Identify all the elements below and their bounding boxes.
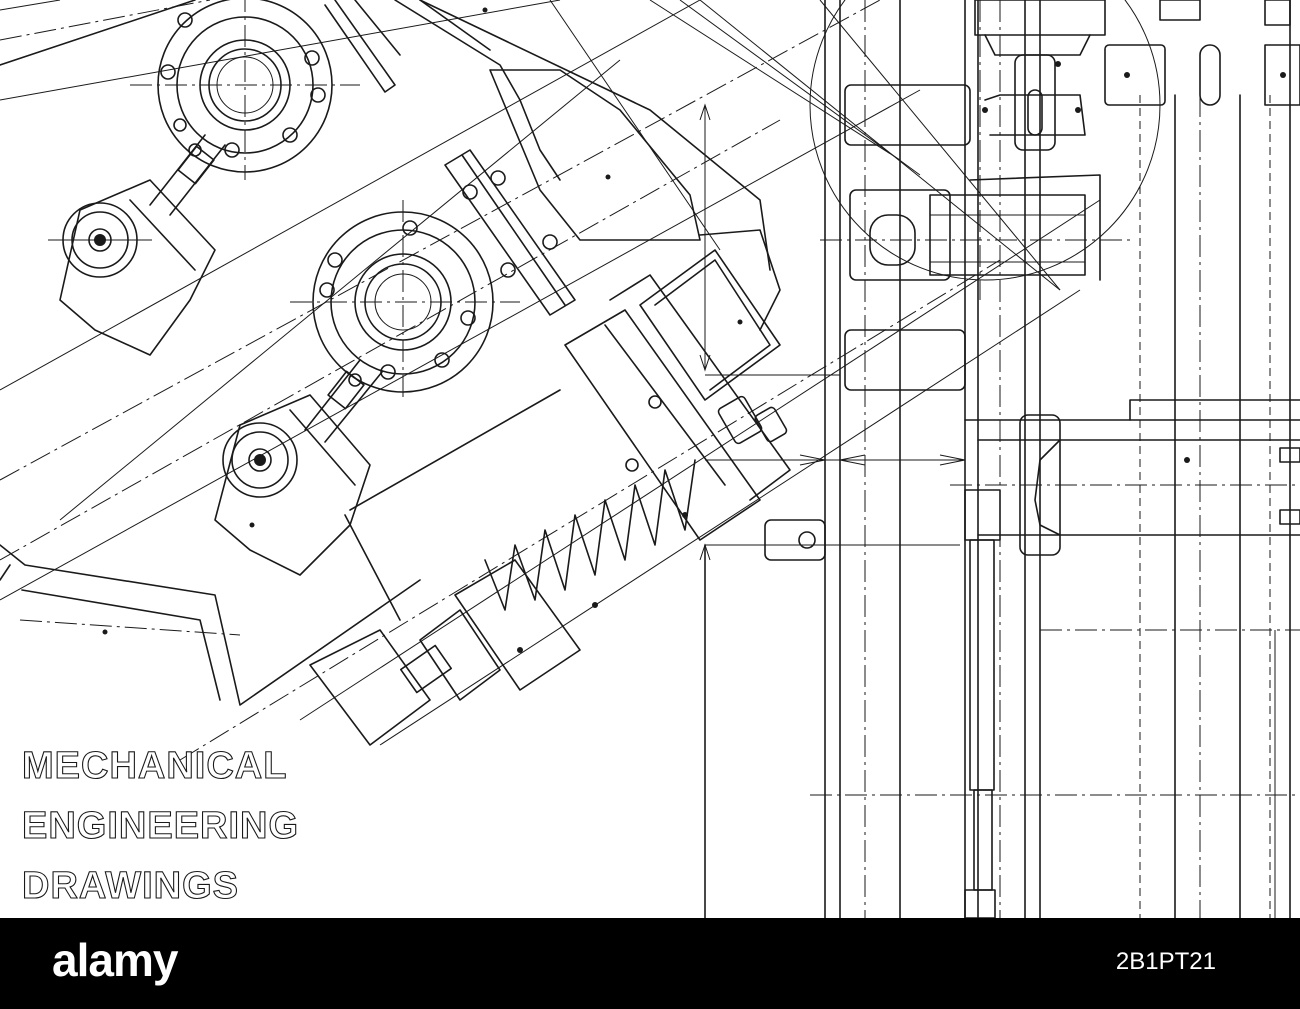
watermark-banner: alamy — [0, 918, 1300, 1009]
spring-cylinder — [399, 274, 791, 701]
construction-lines — [0, 0, 1101, 761]
drawing-title: MECHANICAL ENGINEERING DRAWINGS — [21, 744, 299, 907]
mid-flange-assembly — [214, 200, 520, 576]
engineering-drawing: MECHANICAL ENGINEERING DRAWINGS — [0, 0, 1300, 918]
leader-lines — [549, 0, 1061, 291]
title-line-3: DRAWINGS — [22, 865, 239, 907]
upper-flange-assembly — [48, 0, 360, 356]
vertical-columns — [699, 0, 1291, 918]
square-tube — [639, 103, 781, 401]
watermark-stock-id: 2B1PT21 — [1115, 948, 1216, 975]
title-line-2: ENGINEERING — [22, 805, 299, 847]
housing-frame — [0, 0, 561, 746]
detail-circle — [809, 0, 1300, 391]
watermark-brand: alamy — [52, 934, 178, 986]
drawing-canvas: MECHANICAL ENGINEERING DRAWINGS — [0, 0, 1300, 918]
horizontal-shaft — [705, 374, 1300, 918]
title-line-1: MECHANICAL — [22, 745, 287, 787]
upper-studs — [324, 0, 561, 181]
